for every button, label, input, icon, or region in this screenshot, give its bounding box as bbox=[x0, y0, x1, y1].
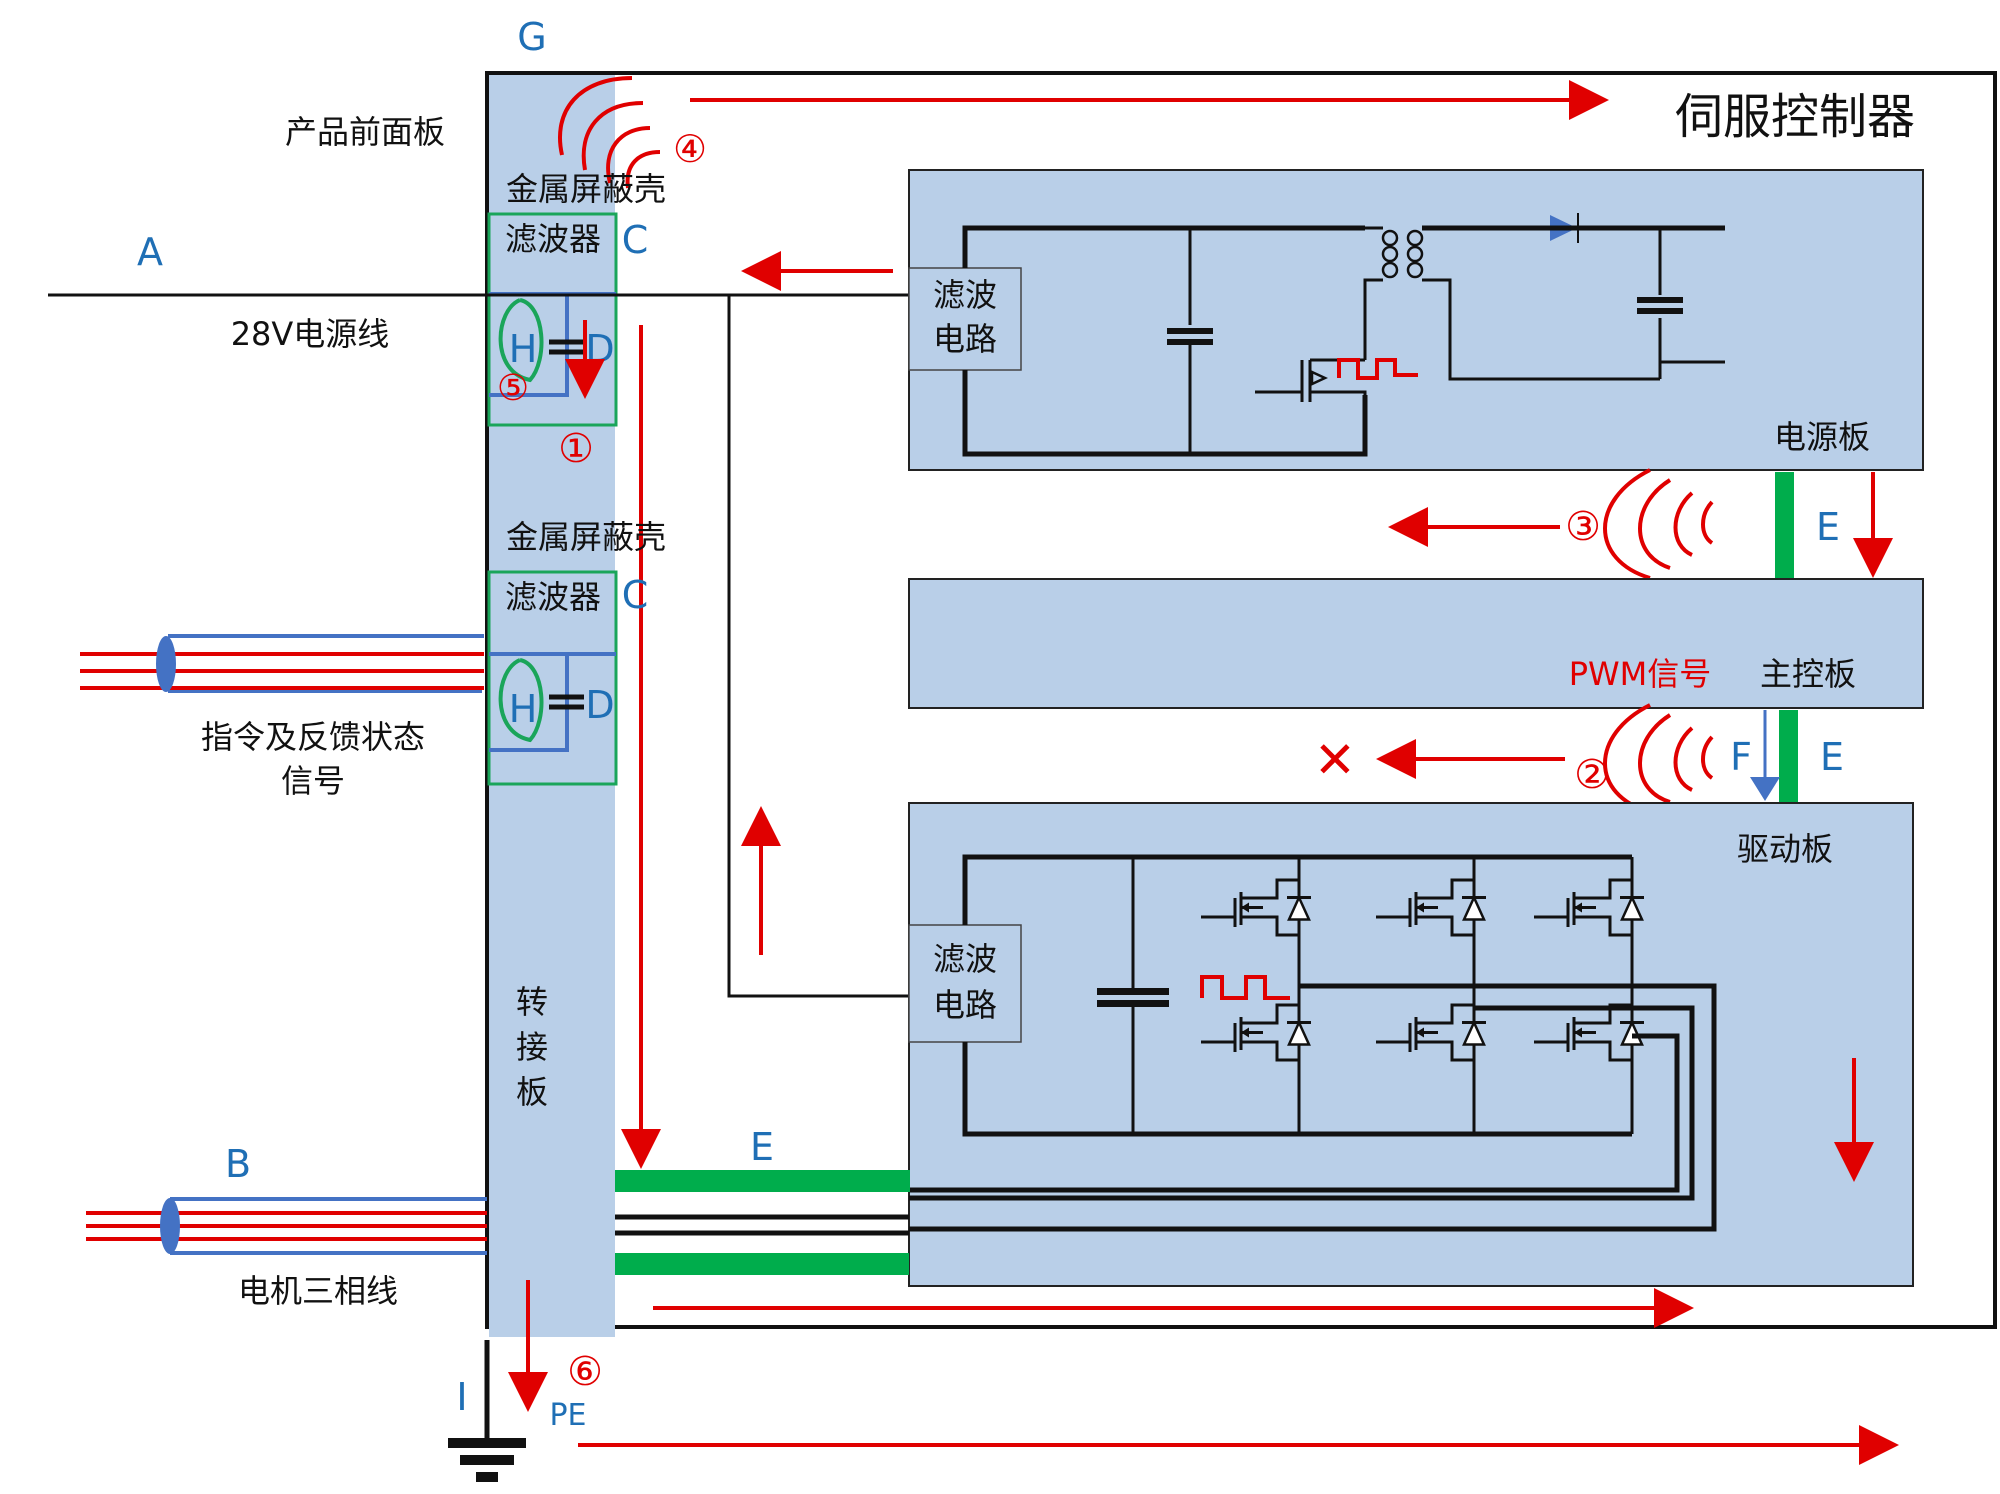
filter-label-mid: 滤波器 bbox=[505, 578, 601, 616]
flyback-circuit bbox=[962, 213, 1725, 457]
main-board-label: 主控板 bbox=[1760, 655, 1856, 693]
ground-strap-e-main-drive bbox=[1779, 710, 1798, 802]
power-branch-to-drive bbox=[727, 295, 909, 998]
power-line-label: 28V电源线 bbox=[231, 315, 390, 353]
power-board-label: 电源板 bbox=[1774, 418, 1870, 456]
loop-h-mid bbox=[498, 658, 544, 743]
letter-c-top: C bbox=[622, 218, 649, 262]
ground-strap-e-bottom bbox=[615, 1253, 909, 1275]
phase-output-wires bbox=[909, 983, 1717, 1232]
letter-i: I bbox=[456, 1375, 467, 1419]
signal-cable bbox=[80, 634, 484, 693]
mosfet bbox=[1534, 1003, 1644, 1062]
drive-board-label: 驱动板 bbox=[1737, 830, 1833, 868]
marker-1: ① bbox=[558, 426, 594, 472]
drive-filter-label-1: 滤波 bbox=[933, 940, 997, 978]
pwm-waveform-power bbox=[1337, 358, 1418, 380]
radiation-arcs-4 bbox=[558, 76, 661, 189]
power-filter-label-2: 电路 bbox=[933, 320, 997, 358]
loop-h-top bbox=[498, 298, 544, 383]
letter-d-top: D bbox=[585, 327, 614, 371]
motor-cable bbox=[86, 1197, 487, 1255]
page-title: 伺服控制器 bbox=[1675, 89, 1915, 145]
filter-box-mid bbox=[487, 570, 618, 786]
adapter-board-label-1: 转 bbox=[516, 983, 548, 1021]
letter-h-mid: H bbox=[509, 687, 538, 731]
filter-return-mid bbox=[489, 654, 569, 752]
main-board bbox=[908, 578, 1924, 709]
letter-e-power-main: E bbox=[1816, 505, 1840, 549]
marker-3: ③ bbox=[1565, 504, 1601, 550]
signal-cable-label-1: 指令及反馈状态 bbox=[201, 718, 425, 756]
marker-5: ⑤ bbox=[497, 368, 529, 409]
drive-filter-circuit-box bbox=[908, 924, 1022, 1043]
mosfet bbox=[1201, 1003, 1311, 1062]
power-filter-circuit-box bbox=[908, 267, 1022, 371]
drive-filter-label-2: 电路 bbox=[933, 986, 997, 1024]
ground-strap-e-power-main bbox=[1775, 472, 1794, 578]
pe-label: PE bbox=[549, 1398, 586, 1433]
blocked-marker: ✕ bbox=[1314, 731, 1356, 789]
mosfet bbox=[1534, 878, 1644, 937]
letter-e-main-drive: E bbox=[1820, 735, 1844, 779]
power-board bbox=[908, 169, 1924, 471]
letter-g: G bbox=[517, 15, 546, 59]
ground-strap-e-top bbox=[615, 1170, 910, 1192]
signal-cable-label-2: 信号 bbox=[281, 762, 345, 800]
mosfet bbox=[1201, 878, 1311, 937]
marker-4: ④ bbox=[673, 127, 707, 171]
pwm-signal-label: PWM信号 bbox=[1569, 655, 1712, 693]
shield-label-mid: 金属屏蔽壳 bbox=[506, 518, 666, 556]
power-filter-label-1: 滤波 bbox=[933, 276, 997, 314]
front-panel-label: 产品前面板 bbox=[285, 113, 445, 151]
adapter-board-label-2: 接 bbox=[516, 1028, 548, 1066]
pwm-waveform-drive bbox=[1200, 975, 1290, 1000]
motor-cable-label: 电机三相线 bbox=[238, 1272, 398, 1310]
filter-label-top: 滤波器 bbox=[505, 220, 601, 258]
filter-box-top bbox=[487, 212, 618, 427]
letter-c-mid: C bbox=[622, 573, 649, 617]
marker-6: ⑥ bbox=[567, 1349, 603, 1395]
radiation-arcs-2 bbox=[1603, 703, 1714, 814]
letter-d-mid: D bbox=[585, 683, 614, 727]
shield-label-top: 金属屏蔽壳 bbox=[506, 170, 666, 208]
ground-symbol bbox=[448, 1340, 526, 1482]
mosfet-group bbox=[1201, 878, 1644, 1062]
adapter-board-label-3: 板 bbox=[516, 1073, 548, 1111]
mosfet bbox=[1376, 878, 1486, 937]
letter-h-top: H bbox=[509, 327, 538, 371]
radiation-arcs-3 bbox=[1603, 468, 1714, 580]
letter-e-bottom: E bbox=[750, 1125, 774, 1169]
letter-a: A bbox=[137, 230, 163, 274]
mosfet bbox=[1376, 1003, 1486, 1062]
letter-b: B bbox=[225, 1142, 251, 1186]
marker-2: ② bbox=[1574, 752, 1610, 798]
letter-f: F bbox=[1730, 735, 1752, 779]
